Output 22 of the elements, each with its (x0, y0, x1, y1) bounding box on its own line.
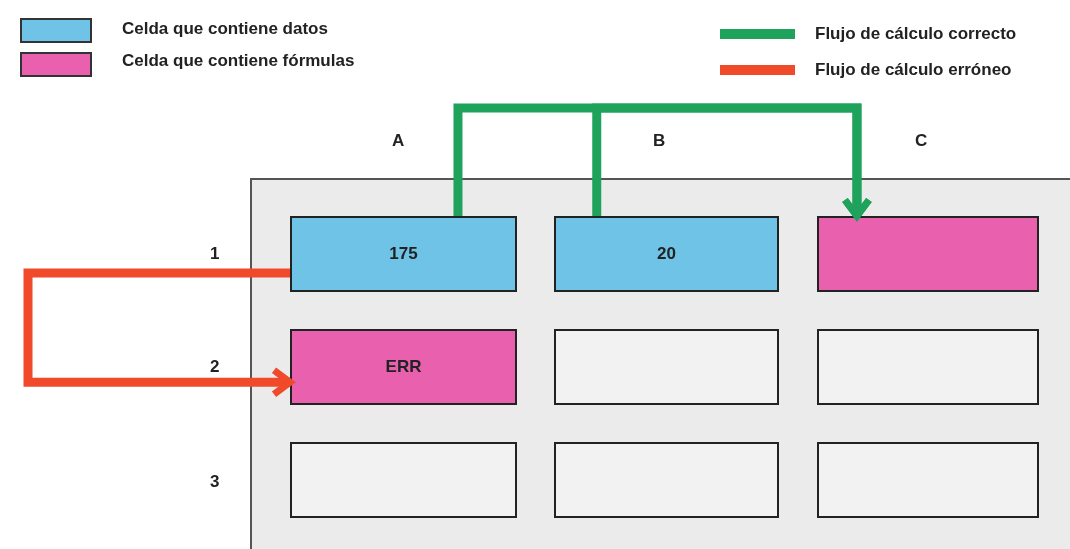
arrow (592, 103, 873, 220)
legend-text: Flujo de cálculo erróneo (815, 60, 1012, 80)
spreadsheet-cell: ERR (290, 329, 517, 405)
column-header: C (915, 131, 928, 151)
column-header: B (653, 131, 666, 151)
row-header: 3 (210, 472, 220, 492)
arrow (23, 268, 294, 398)
spreadsheet-cell: 20 (554, 216, 779, 292)
legend-text: Celda que contiene fórmulas (122, 51, 355, 71)
spreadsheet-cell (554, 442, 779, 518)
row-header: 1 (210, 244, 220, 264)
column-header: A (392, 131, 405, 151)
legend-text: Flujo de cálculo correcto (815, 24, 1017, 44)
spreadsheet-cell: 175 (290, 216, 517, 292)
spreadsheet-cell (817, 329, 1039, 405)
spreadsheet-cell (817, 216, 1039, 292)
row-header: 2 (210, 357, 220, 377)
spreadsheet-panel (250, 178, 1070, 549)
legend-text: Celda que contiene datos (122, 19, 328, 39)
spreadsheet-cell (290, 442, 517, 518)
spreadsheet-cell (817, 442, 1039, 518)
spreadsheet-cell (554, 329, 779, 405)
